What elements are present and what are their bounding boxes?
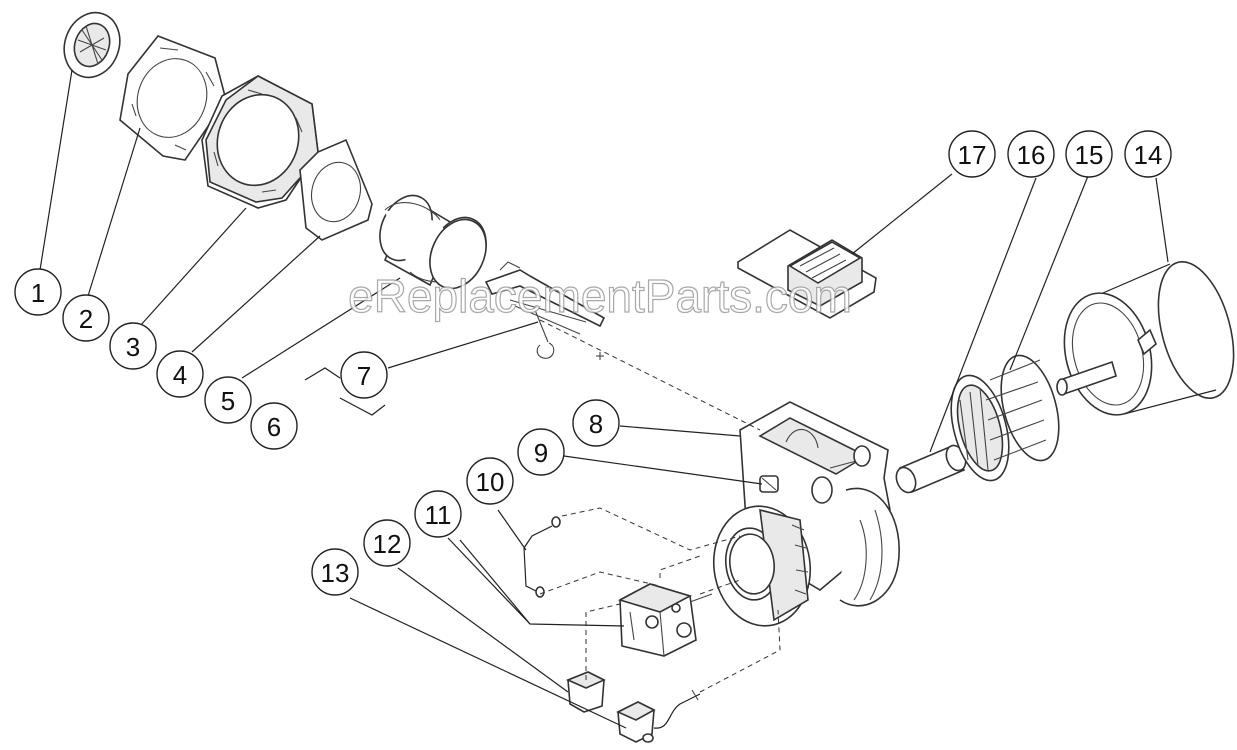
- callout-15: 15: [1065, 130, 1113, 178]
- assembly-lines: [539, 319, 781, 693]
- svg-text:10: 10: [476, 467, 505, 497]
- svg-text:12: 12: [373, 529, 402, 559]
- svg-text:7: 7: [357, 361, 371, 391]
- callout-8: 8: [572, 399, 620, 447]
- svg-text:4: 4: [173, 360, 187, 390]
- part-14-motor: [1056, 261, 1235, 416]
- svg-text:2: 2: [79, 304, 93, 334]
- callout-7: 7: [340, 351, 388, 399]
- callout-17: 17: [948, 130, 996, 178]
- callout-16: 16: [1007, 130, 1055, 178]
- svg-text:17: 17: [958, 140, 987, 170]
- leader-lines: [39, 69, 1169, 729]
- part-11-oil-pump: [617, 583, 713, 657]
- part-6-bracket: [304, 367, 386, 416]
- callout-6: 6: [250, 402, 298, 450]
- svg-text:1: 1: [31, 278, 45, 308]
- callout-5: 5: [204, 376, 252, 424]
- callout-2: 2: [62, 294, 110, 342]
- part-13-solenoid: [616, 689, 701, 743]
- svg-text:14: 14: [1134, 140, 1163, 170]
- svg-text:8: 8: [589, 409, 603, 439]
- callout-11: 11: [414, 490, 462, 538]
- part-1-ring: [63, 11, 121, 79]
- housing-inlet-face: [712, 505, 812, 627]
- part-7-electrode-assembly: [484, 261, 606, 360]
- callout-10: 10: [466, 457, 514, 505]
- callout-9: 9: [517, 428, 565, 476]
- part-17-control-board: [737, 229, 877, 319]
- watermark-text: eReplacementParts.com: [348, 270, 852, 322]
- svg-text:15: 15: [1075, 140, 1104, 170]
- callout-3: 3: [109, 322, 157, 370]
- part-2-flange-gasket: [119, 35, 227, 161]
- svg-text:16: 16: [1017, 140, 1046, 170]
- callout-14: 14: [1124, 130, 1172, 178]
- svg-text:3: 3: [126, 332, 140, 362]
- part-10-oil-line: [523, 516, 561, 598]
- callout-13: 13: [311, 548, 359, 596]
- svg-text:13: 13: [321, 558, 350, 588]
- svg-text:5: 5: [221, 386, 235, 416]
- callout-12: 12: [363, 519, 411, 567]
- part-4-gasket: [299, 138, 373, 241]
- callout-1: 1: [14, 268, 62, 316]
- part-9-fitting: [759, 475, 779, 493]
- svg-text:11: 11: [425, 500, 452, 530]
- part-3-mounting-flange: [201, 75, 319, 209]
- callout-4: 4: [156, 350, 204, 398]
- svg-text:9: 9: [534, 438, 548, 468]
- svg-text:6: 6: [267, 412, 281, 442]
- part-15-blower-wheel: [950, 354, 1060, 482]
- part-5-air-tube: [379, 194, 487, 290]
